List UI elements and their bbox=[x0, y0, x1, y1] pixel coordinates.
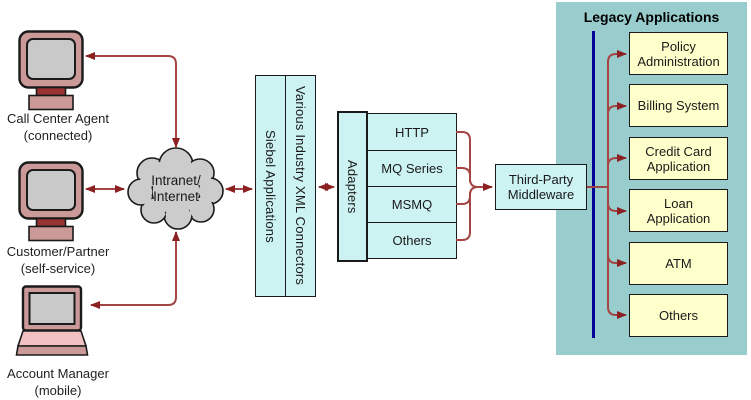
client-name: Account Manager bbox=[7, 366, 109, 381]
laptop-computer-icon bbox=[15, 285, 89, 356]
protocol-label: Others bbox=[392, 233, 432, 248]
client-label-account-manager: Account Manager (mobile) bbox=[0, 365, 116, 399]
bracket-mq-merge bbox=[456, 167, 471, 182]
xml-connectors-box: Various Industry XML Connectors bbox=[285, 75, 316, 297]
third-party-middleware-box: Third-Party Middleware bbox=[495, 164, 587, 210]
protocol-box-http: HTTP bbox=[367, 113, 457, 151]
legacy-app-label: Billing System bbox=[637, 98, 720, 113]
adapters-label: Adapters bbox=[345, 159, 360, 214]
siebel-applications-box: Siebel Applications bbox=[255, 75, 286, 297]
legacy-app-box-policy-administration: Policy Administration bbox=[629, 32, 728, 75]
legacy-app-label: Others bbox=[658, 308, 698, 323]
legacy-app-box-credit-card-application: Credit Card Application bbox=[629, 137, 728, 180]
legacy-app-label: Loan Application bbox=[646, 195, 711, 226]
protocol-box-others: Others bbox=[367, 222, 457, 259]
client-qualifier: (connected) bbox=[23, 128, 93, 143]
bracket-others-merge bbox=[456, 186, 479, 241]
desktop-computer-icon bbox=[18, 30, 84, 111]
adapters-box: Adapters bbox=[337, 111, 368, 262]
legacy-app-label: ATM bbox=[665, 256, 692, 271]
client-name: Call Center Agent bbox=[7, 111, 109, 126]
legacy-app-box-billing-system: Billing System bbox=[629, 84, 728, 127]
bracket-http-merge bbox=[456, 131, 493, 191]
cloud-label-line1: Intranet/ bbox=[151, 173, 201, 188]
middleware-label: Third-Party Middleware bbox=[507, 172, 575, 202]
cloud-label-line2: Internet bbox=[153, 189, 199, 204]
client-qualifier: (self-service) bbox=[20, 261, 96, 276]
client-qualifier: (mobile) bbox=[34, 383, 82, 398]
client-label-customer-partner: Customer/Partner (self-service) bbox=[0, 243, 116, 277]
internet-cloud-icon bbox=[127, 147, 224, 230]
legacy-app-label: Policy Administration bbox=[637, 38, 720, 69]
protocol-box-mq-series: MQ Series bbox=[367, 150, 457, 187]
protocol-box-msmq: MSMQ bbox=[367, 186, 457, 223]
legacy-bus-line bbox=[592, 31, 595, 338]
protocol-label: HTTP bbox=[395, 124, 429, 140]
legacy-app-box-atm: ATM bbox=[629, 242, 728, 285]
siebel-applications-label: Siebel Applications bbox=[263, 129, 278, 243]
legacy-panel-title: Legacy Applications bbox=[583, 9, 720, 25]
internet-cloud-label: Intranet/ Internet bbox=[133, 173, 219, 205]
client-name: Customer/Partner bbox=[6, 244, 110, 259]
legacy-app-box-loan-application: Loan Application bbox=[629, 189, 728, 232]
client-label-call-center-agent: Call Center Agent (connected) bbox=[0, 110, 116, 144]
desktop-computer-icon bbox=[18, 161, 84, 242]
protocol-label: MQ Series bbox=[381, 161, 443, 176]
legacy-app-box-others: Others bbox=[629, 294, 728, 337]
xml-connectors-label: Various Industry XML Connectors bbox=[293, 86, 308, 286]
legacy-app-label: Credit Card Application bbox=[645, 143, 712, 174]
bracket-msmq-merge bbox=[456, 192, 471, 205]
protocol-label: MSMQ bbox=[391, 197, 433, 212]
